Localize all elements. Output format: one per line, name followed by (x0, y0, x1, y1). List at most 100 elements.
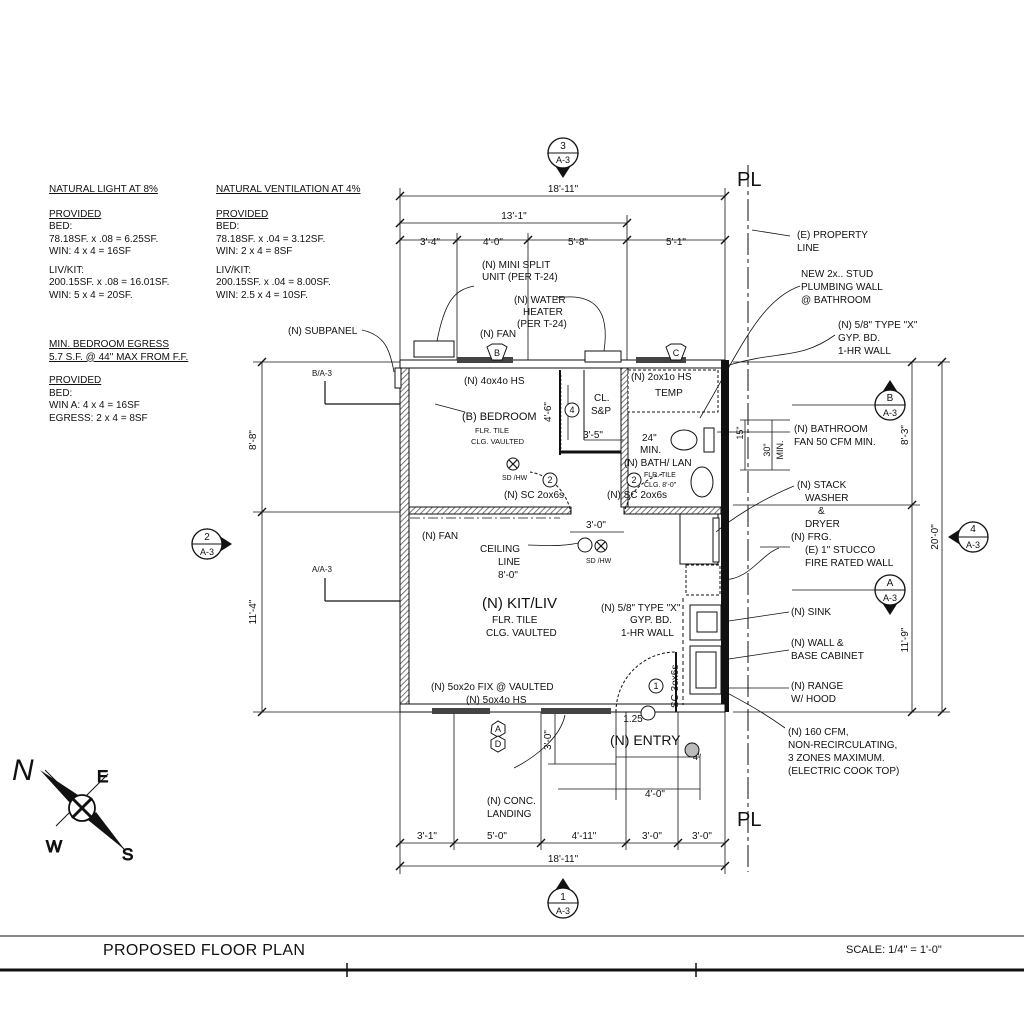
callout-bath-fan: FAN 50 CFM MIN. (794, 437, 876, 448)
note-line: 78.18SF. x .08 = 6.25SF. (49, 233, 159, 245)
callout-stucco: FIRE RATED WALL (805, 558, 894, 569)
note-line: WIN: 4 x 4 = 16SF (49, 246, 131, 257)
marker-b-letter: B (887, 393, 894, 404)
dim-bottom-seg: 4'-11" (572, 831, 597, 842)
property-line-mark-top: PL (737, 169, 761, 191)
dim-top-seg: 4'-0" (483, 237, 503, 248)
door-tag: 2 (631, 475, 636, 485)
sd-hw-label: SD /HW (586, 558, 612, 565)
compass-w: W (46, 837, 62, 856)
callout-cabinet: BASE CABINET (791, 651, 864, 662)
water-heater-label: (PER T-24) (517, 319, 567, 330)
fix-window-label: (N) 5ox2o FIX @ VAULTED (431, 682, 554, 693)
mini-split-label: (N) MINI SPLIT (482, 260, 550, 271)
marker-b-sheet: A-3 (883, 408, 897, 418)
callout-cabinet: (N) WALL & (791, 638, 844, 649)
note-line: WIN: 2.5 x 4 = 10SF. (216, 289, 308, 301)
dim-top-seg: 5'-8" (568, 237, 588, 248)
compass-s: S (122, 845, 133, 864)
note-line: 78.18SF. x .04 = 3.12SF. (216, 233, 326, 245)
bedroom-floor: FLR. TILE (475, 426, 509, 435)
natural-light-heading: NATURAL LIGHT AT 8% (49, 184, 158, 195)
marker-2-number: 2 (204, 532, 210, 543)
callout-plumbing-wall: PLUMBING WALL (801, 282, 883, 293)
right-callouts: (E) PROPERTY LINE NEW 2x.. STUD PLUMBING… (788, 230, 918, 777)
drawing-scale: SCALE: 1/4" = 1'-0" (846, 944, 942, 956)
dim-bottom-seg: 3'-0" (692, 831, 712, 842)
hs-window-label: (N) 5ox4o HS (466, 695, 527, 706)
entry-door-label: SC 3ox6s (670, 665, 681, 708)
dim-left: 8'-8" (248, 430, 259, 450)
callout-bath-fan: (N) BATHROOM (794, 424, 868, 435)
dimension-ticks (257, 191, 947, 871)
ceiling-line: LINE (498, 557, 521, 568)
callout-washer: (N) STACK (797, 480, 847, 491)
door-tag: 1 (653, 681, 658, 691)
dim-entry: 4'-0" (645, 789, 665, 800)
leader-lines (361, 229, 900, 769)
callout-range: (N) RANGE (791, 681, 844, 692)
bedroom-name: (B) BEDROOM (462, 411, 537, 423)
kitliv-floor: FLR. TILE (492, 615, 538, 626)
natural-light-note: NATURAL LIGHT AT 8% PROVIDED BED: 78.18S… (49, 184, 169, 302)
dim-bottom-seg: 5'-0" (487, 831, 507, 842)
dim-top-seg: 3'-4" (420, 237, 440, 248)
bath-clearance: 24" (642, 433, 657, 444)
callout-hood: 3 ZONES MAXIMUM. (788, 753, 885, 764)
walls (394, 357, 729, 714)
section-marker-1-bottom: 1 A-3 (547, 878, 579, 919)
closet-label: CL. (594, 393, 610, 404)
dimension-lines (253, 188, 950, 874)
dim-left: 11'-4" (248, 599, 259, 624)
section-marker-2-left: 2 A-3 (191, 528, 232, 560)
bed-door-label: (N) SC 2ox6s (504, 490, 564, 501)
natural-ventilation-heading: NATURAL VENTILATION AT 4% (216, 184, 361, 195)
ceiling-line: 8'-0" (498, 570, 518, 581)
door-tag: 4 (569, 405, 574, 415)
note-line: 200.15SF. x .08 = 16.01SF. (49, 277, 170, 288)
dim-closet: 3'-5" (583, 430, 603, 441)
dim-top-sub: 13'-1" (501, 211, 527, 222)
plan-tags (486, 343, 700, 758)
plan-labels: (N) MINI SPLIT UNIT (PER T-24) (N) WATER… (288, 260, 692, 820)
temp-label: TEMP (655, 388, 683, 399)
title-bar (0, 935, 1024, 977)
dim-overall-top: 18'-11" (548, 184, 579, 195)
sd-hw-label: SD /HW (502, 475, 528, 482)
callout-property-line: (E) PROPERTY (797, 230, 868, 241)
compass-e: E (97, 767, 108, 786)
callout-hood: (N) 160 CFM, (788, 727, 849, 738)
callout-property-line: LINE (797, 243, 820, 254)
dim-right: 8'-3" (900, 425, 911, 445)
dim-entry-slope: 4" (693, 752, 701, 762)
callout-stucco: (E) 1" STUCCO (805, 545, 875, 556)
bath-floor: FLR. TILE (644, 472, 676, 479)
dimension-text: 18'-11" 13'-1" 3'-4" 4'-0" 5'-8" 5'-1" 3… (248, 184, 941, 865)
dim-bottom-seg: 3'-1" (417, 831, 437, 842)
section-marker-4-right: 4 A-3 (948, 521, 989, 553)
callout-gyp-ext: GYP. BD. (838, 333, 880, 344)
entry-label: (N) ENTRY (610, 732, 681, 748)
north-arrow-icon: N E W S (12, 754, 134, 865)
bedroom-ceiling: CLG. VAULTED (471, 437, 525, 446)
callout-washer: DRYER (805, 519, 840, 530)
dim-bath: 15" (735, 426, 745, 439)
bath-ceiling: CLG. 8'-0" (644, 482, 677, 489)
marker-2-sheet: A-3 (200, 547, 214, 557)
note-line: BED: (216, 221, 240, 232)
equipment (413, 340, 722, 705)
dim-bath: MIN. (775, 441, 785, 460)
callout-washer: WASHER (805, 493, 849, 504)
water-heater-label: (N) WATER (514, 295, 566, 306)
callout-gyp-ext: (N) 5/8" TYPE "X" (838, 320, 918, 331)
marker-4-sheet: A-3 (966, 540, 980, 550)
note-line: WIN: 5 x 4 = 20SF. (49, 289, 133, 301)
dim-top-seg: 5'-1" (666, 237, 686, 248)
compass-n: N (12, 754, 34, 787)
callout-gyp-ext: 1-HR WALL (838, 346, 891, 357)
closet-label: S&P (591, 406, 611, 417)
callout-frg: (N) FRG. (791, 532, 832, 543)
egress-sub: 5.7 S.F. @ 44" MAX FROM F.F. (49, 351, 189, 363)
callout-hood: (ELECTRIC COOK TOP) (788, 766, 899, 777)
